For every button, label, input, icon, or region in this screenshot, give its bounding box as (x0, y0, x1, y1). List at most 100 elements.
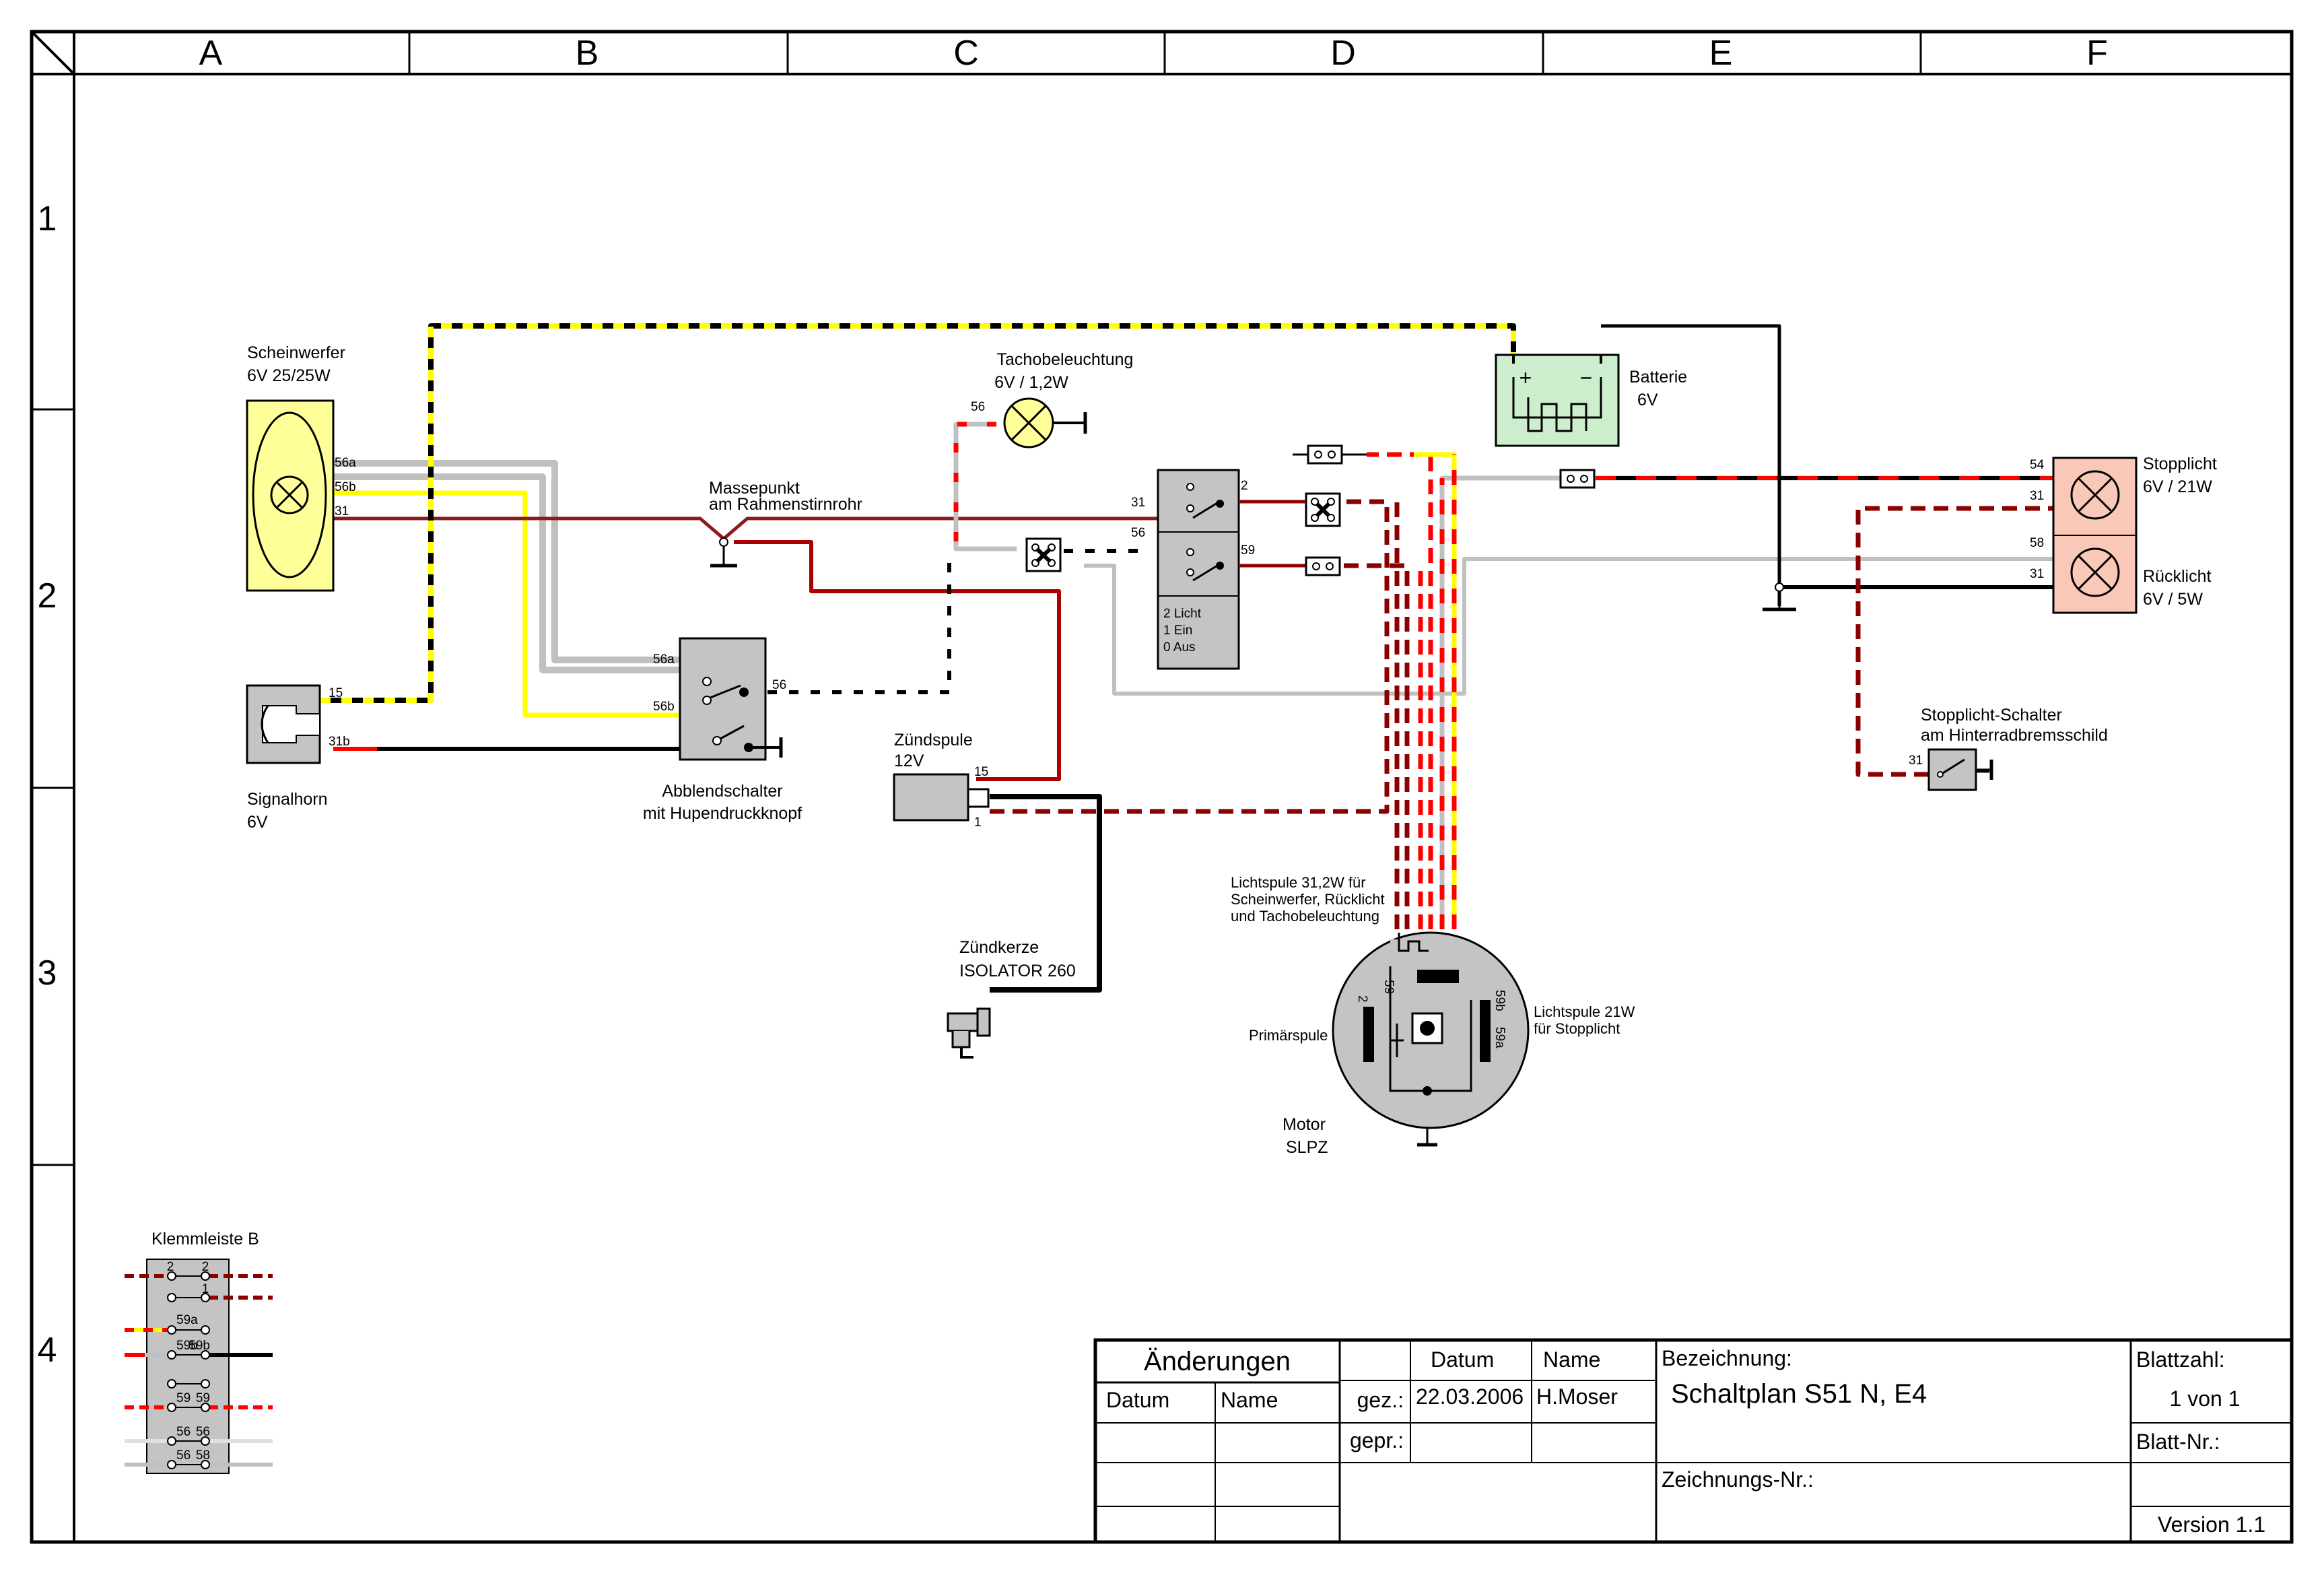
brakelight-pin-54: 54 (2030, 458, 2045, 472)
lighting-coil (1417, 970, 1459, 983)
changes-heading: Änderungen (1144, 1347, 1291, 1376)
ground-point (710, 537, 737, 568)
drawn-date: 22.03.2006 (1416, 1384, 1524, 1409)
coil-light-line3: und Tachobeleuchtung (1231, 908, 1379, 925)
lightswitch-pos-0: 0 Aus (1163, 640, 1196, 655)
headlight (246, 399, 335, 592)
dimmer-pin-56: 56 (772, 678, 786, 692)
drawing-title: Schaltplan S51 N, E4 (1671, 1379, 1927, 1409)
changes-datum-col: Datum (1106, 1388, 1169, 1412)
speedo-title: Tachobeleuchtung (997, 350, 1134, 369)
lightswitch-pos-2: 2 Licht (1163, 607, 1202, 621)
ts-label: 56 (176, 1448, 191, 1463)
speedo-rating: 6V / 1,2W (994, 373, 1068, 392)
col-label-e: E (1709, 34, 1733, 73)
datum-heading: Datum (1431, 1347, 1494, 1372)
title-block (1093, 1338, 2294, 1544)
ground-point-title: Massepunkt (709, 479, 800, 498)
ignitioncoil-pin-15: 15 (974, 765, 988, 779)
primary-coil-label: Primärspule (1249, 1027, 1328, 1044)
dimmer-title: Abblendschalter (662, 782, 782, 801)
horn-title: Signalhorn (247, 790, 328, 809)
col-label-c: C (953, 34, 979, 73)
ts-label: 2 (202, 1260, 209, 1274)
version-label: Version 1.1 (2158, 1512, 2265, 1537)
ts-label: 59 (196, 1391, 210, 1405)
terminal-strip (125, 1259, 273, 1474)
motor-title: Motor (1283, 1115, 1326, 1134)
dimmer-switch (679, 637, 783, 761)
terminal-strip-title: Klemmleiste B (151, 1230, 259, 1248)
brakelight-rating: 6V / 21W (2143, 477, 2212, 496)
spark-plug (947, 1007, 991, 1059)
light-switch (1157, 469, 1240, 670)
speedo-light (1003, 397, 1087, 448)
ignitioncoil-title: Zündspule (894, 731, 973, 749)
col-label-d: D (1330, 34, 1356, 73)
dimmer-subtitle: mit Hupendruckknopf (643, 804, 802, 823)
battery-title: Batterie (1629, 368, 1687, 387)
ground-e (1763, 582, 1796, 611)
row-label-3: 3 (38, 954, 57, 993)
changes-name-col: Name (1221, 1388, 1278, 1412)
taillight-pin-31: 31 (2030, 567, 2044, 581)
ts-label: 56 (196, 1425, 210, 1439)
horn-icon (261, 705, 269, 743)
ignitioncoil-pin-1: 1 (974, 815, 982, 830)
blattzahl-value: 1 von 1 (2170, 1386, 2241, 1411)
motor-model: SLPZ (1286, 1138, 1328, 1157)
blatt-nr-label: Blatt-Nr.: (2136, 1430, 2220, 1454)
sparkplug-title: Zündkerze (959, 938, 1039, 957)
dimmer-pin-56b: 56b (653, 700, 675, 714)
brakelight-title: Stopplicht (2143, 455, 2217, 473)
wires (320, 323, 2053, 993)
battery-plus: + (1519, 366, 1532, 390)
primary-coil (1363, 1007, 1374, 1062)
brakeswitch-title: Stopplicht-Schalter (1921, 706, 2062, 725)
col-label-a: A (199, 34, 223, 73)
row-label-4: 4 (38, 1331, 57, 1370)
gepr-label: gepr.: (1350, 1428, 1404, 1452)
connector-four-way (1025, 537, 1062, 572)
brake-switch (1927, 748, 1993, 791)
coil-light-line1: Lichtspule 31,2W für (1231, 874, 1366, 891)
lightswitch-pin-59: 59 (1241, 543, 1255, 558)
coil-stop-line2: für Stopplicht (1534, 1020, 1620, 1037)
lightswitch-pin-31: 31 (1131, 496, 1145, 510)
stop-coil (1480, 1000, 1491, 1062)
battery (1495, 354, 1620, 447)
rear-lights (2052, 457, 2138, 614)
lightswitch-pos-1: 1 Ein (1163, 624, 1192, 638)
ts-label: 59b (189, 1339, 210, 1353)
lightswitch-pin-56: 56 (1131, 526, 1145, 540)
row-label-2: 2 (38, 576, 57, 615)
lightswitch-pin-2: 2 (1241, 479, 1248, 493)
battery-icon (1527, 397, 1587, 432)
brakeswitch-subtitle: am Hinterradbremsschild (1921, 726, 2108, 745)
col-label-f: F (2086, 34, 2108, 73)
capacitor-icon (1390, 1024, 1404, 1057)
name-heading: Name (1543, 1347, 1600, 1372)
motor-pin-2: 2 (1355, 995, 1369, 1003)
headlight-title: Scheinwerfer (247, 343, 345, 362)
bezeichnung-label: Bezeichnung: (1662, 1346, 1792, 1370)
ignitioncoil-rating: 12V (894, 751, 924, 770)
brakeswitch-pin-31: 31 (1909, 754, 1923, 768)
ts-label: 58 (196, 1448, 210, 1463)
coil-light-line2: Scheinwerfer, Rücklicht (1231, 891, 1385, 908)
ignition-coil (893, 773, 990, 822)
ts-label: 59a (176, 1313, 198, 1327)
headlight-pin-56a: 56a (335, 456, 356, 470)
brakelight-pin-31: 31 (2030, 489, 2044, 503)
ts-label: 1 (202, 1282, 209, 1296)
gez-label: gez.: (1357, 1388, 1404, 1412)
row-label-1: 1 (38, 199, 57, 238)
horn-pin-31b: 31b (329, 735, 350, 749)
motor-pin-59b: 59b (1493, 990, 1507, 1011)
zeichnungs-nr-label: Zeichnungs-Nr.: (1662, 1467, 1814, 1492)
blattzahl-label: Blattzahl: (2136, 1347, 2225, 1372)
col-label-b: B (576, 34, 599, 73)
taillight-rating: 6V / 5W (2143, 590, 2203, 609)
taillight-title: Rücklicht (2143, 567, 2211, 586)
dimmer-pin-56a: 56a (653, 653, 675, 667)
